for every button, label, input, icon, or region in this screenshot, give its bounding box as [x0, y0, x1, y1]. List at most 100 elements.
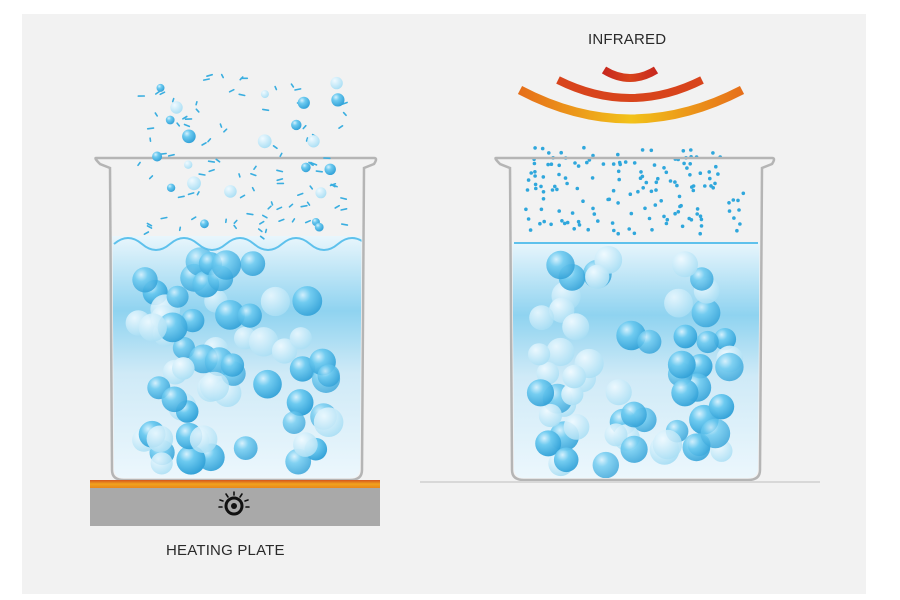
vapor-dot — [659, 199, 663, 203]
vapor-dash — [258, 220, 265, 225]
vapor-dot — [689, 148, 693, 152]
vapor-dot — [525, 188, 530, 192]
water-molecule — [176, 445, 206, 475]
vapor-dot — [541, 175, 546, 179]
vapor-bubble — [330, 76, 343, 90]
vapor-dot — [617, 177, 621, 182]
vapor-dot — [539, 207, 544, 212]
vapor-dash — [315, 170, 324, 173]
vapor-dash — [146, 225, 153, 229]
vapor-dash — [296, 192, 304, 196]
vapor-dot — [534, 186, 538, 191]
infrared-wave-2 — [556, 76, 704, 102]
infrared-waves — [517, 66, 745, 124]
vapor-dash — [159, 91, 166, 96]
water-molecule — [700, 418, 731, 449]
vapor-dot — [649, 189, 654, 194]
vapor-dot — [577, 223, 582, 227]
vapor-dash — [183, 123, 191, 128]
vapor-dot — [573, 161, 577, 165]
vapor-dot — [555, 187, 559, 192]
vapor-dot — [576, 164, 581, 168]
vapor-bubble — [307, 135, 320, 148]
water-molecule — [317, 364, 340, 387]
heating-plate — [90, 480, 380, 526]
water-molecule — [233, 436, 258, 460]
infrared-wave-1 — [601, 66, 659, 82]
vapor-dash — [264, 228, 268, 234]
vapor-dot — [541, 197, 546, 201]
vapor-dot — [698, 171, 703, 175]
vapor-dash — [250, 173, 257, 177]
vapor-dash — [291, 218, 296, 223]
vapor-dash — [228, 88, 235, 93]
left-vapor — [137, 73, 349, 240]
vapor-dot — [623, 160, 628, 164]
vapor-dash — [340, 208, 348, 211]
vapor-bubble — [315, 187, 327, 199]
vapor-dash — [177, 195, 185, 199]
water-molecule — [563, 414, 590, 440]
vapor-bubble — [182, 129, 196, 144]
water-molecule — [561, 383, 584, 406]
vapor-dot — [711, 151, 715, 155]
vapor-dot — [576, 219, 581, 224]
water-molecule — [562, 364, 586, 389]
water-molecule — [696, 330, 719, 354]
vapor-dot — [629, 211, 634, 216]
vapor-dash — [251, 186, 255, 192]
water-molecule — [172, 357, 195, 380]
vapor-dot — [591, 206, 595, 211]
water-molecule — [248, 327, 279, 357]
vapor-dot — [616, 152, 620, 157]
infrared-label: INFRARED — [588, 31, 667, 48]
vapor-dot — [699, 224, 704, 228]
water-molecule — [189, 425, 218, 454]
vapor-dot — [673, 180, 677, 184]
water-molecule — [529, 305, 554, 331]
vapor-dot — [533, 170, 537, 174]
vapor-dot — [632, 231, 637, 236]
vapor-dash — [290, 83, 295, 88]
vapor-dot — [596, 219, 600, 223]
vapor-dot — [690, 185, 694, 189]
vapor-dot — [708, 176, 712, 181]
vapor-dot — [591, 153, 595, 158]
vapor-dot — [641, 186, 645, 190]
vapor-dot — [582, 145, 586, 150]
vapor-dash — [276, 178, 284, 182]
vapor-dash — [342, 111, 347, 117]
vapor-dash — [270, 201, 274, 206]
vapor-dot — [654, 188, 658, 192]
vapor-dot — [533, 146, 537, 150]
water-molecule — [652, 429, 683, 460]
vapor-dot — [652, 163, 657, 167]
vapor-dash — [171, 97, 175, 103]
vapor-dot — [581, 199, 585, 203]
vapor-dot — [636, 189, 640, 194]
left-beaker — [94, 73, 378, 482]
water-molecule — [546, 337, 575, 367]
vapor-dash — [340, 197, 348, 200]
vapor-dot — [731, 198, 736, 202]
water-molecule — [715, 352, 744, 382]
vapor-dot — [616, 231, 620, 236]
vapor-dot — [616, 169, 621, 174]
water-molecule — [536, 362, 560, 385]
water-molecule — [271, 338, 298, 364]
water-molecule — [605, 379, 632, 406]
vapor-dash — [233, 224, 237, 230]
vapor-dash — [176, 122, 181, 127]
vapor-dot — [528, 228, 533, 232]
vapor-dash — [274, 85, 278, 91]
vapor-dash — [148, 175, 154, 180]
vapor-dot — [601, 162, 606, 166]
water-molecule — [260, 286, 290, 317]
water-molecule — [585, 264, 610, 289]
vapor-bubble — [184, 160, 193, 169]
vapor-dash — [267, 205, 272, 210]
vapor-dot — [727, 209, 732, 213]
vapor-dash — [195, 101, 198, 106]
water-molecule — [146, 425, 174, 453]
water-molecule — [562, 313, 590, 341]
